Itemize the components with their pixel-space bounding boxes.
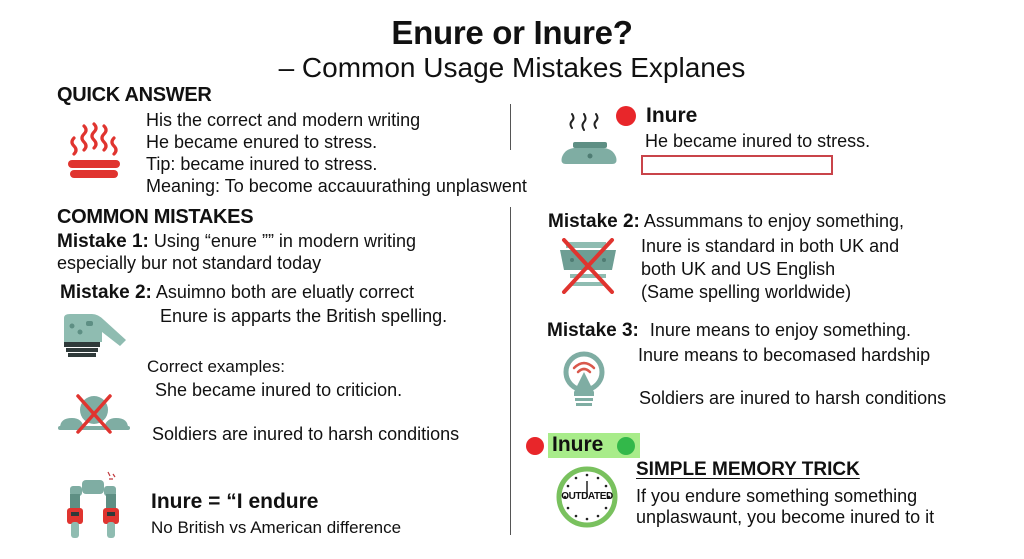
quick-answer-line-3: Tip: became inured to stress. [146,154,378,174]
mistake-3-line-3: Soldiers are inured to harsh conditions [639,388,947,408]
memory-trick-line-2: unplaswaunt, you become inured to it [636,507,935,527]
quick-answer-line-4: Meaning: To become accauurathing unplasw… [146,176,527,196]
mistake-3-label: Mistake 3: [547,320,639,341]
mistake-3: Mistake 3: Inure means to enjoy somethin… [547,320,911,342]
signal-lamp-icon [563,351,605,406]
mistake-2-left: Mistake 2: Asuimno both are eluatly corr… [60,282,414,304]
steam-bowl-icon [68,122,120,178]
memory-trick-heading: SIMPLE MEMORY TRICK [636,459,860,480]
mistake-2-left-text: Asuimno both are eluatly correct [155,282,415,302]
memory-trick-line-1: If you endure something something [636,486,918,506]
mistake-2-right-line-1: Inure is standard in both UK and [641,236,900,256]
crossed-printer-icon [560,238,616,294]
common-mistakes-heading: COMMON MISTAKES [57,206,254,228]
incorrect-status-dot [616,106,636,126]
summary-title: Inure = “I endure [151,490,319,513]
inure-example: He became inured to stress. [645,131,871,151]
memory-badge-label: Inure [552,433,604,456]
mistake-3-line-2: Inure means to becomased hardship [638,345,931,365]
incorrect-status-dot-2 [526,437,544,455]
quick-answer-heading: QUICK ANSWER [57,84,212,106]
outdated-clock-icon: OUTDATED [555,465,619,529]
mistake-1-text: Using “enure ”” in modern writing [153,231,416,251]
steaming-pot-icon [561,113,617,164]
quick-answer-line-1: His the correct and modern writing [146,110,421,130]
mistake-2-right-line-2: both UK and US English [641,259,836,279]
page-subtitle: – Common Usage Mistakes Explanes [278,52,746,83]
mistake-3-text: Inure means to enjoy something. [649,320,912,340]
mistake-2-left-label: Mistake 2: [60,282,152,303]
clamp-icon [67,471,119,538]
quick-answer-line-2: He became enured to stress. [146,132,378,152]
summary-text: No British vs American difference [151,518,402,537]
correct-examples-label: Correct examples: [147,357,285,376]
correct-example-2: Soldiers are inured to harsh conditions [152,424,460,444]
mistake-2-right-text: Assummans to enjoy something, [643,211,905,231]
correct-example-1: She became inured to criticion. [155,380,403,400]
mistake-1-label: Mistake 1: [57,231,149,252]
correct-status-dot [617,437,635,455]
mistake-2-right-line-3: (Same spelling worldwide) [641,282,852,302]
grinder-icon [64,314,126,357]
column-divider-top [510,104,511,150]
column-divider-main [510,207,511,535]
answer-input-box[interactable] [641,155,833,175]
mistake-1: Mistake 1: Using “enure ”” in modern wri… [57,231,416,253]
page-title: Enure or Inure? [391,14,633,51]
clock-label: OUTDATED [561,491,613,502]
inure-label: Inure [646,104,698,127]
mistake-2-right-label: Mistake 2: [548,211,640,232]
mistake-2-right: Mistake 2: Assummans to enjoy something, [548,211,904,233]
mistake-1-text-2: especially bur not standard today [57,253,322,273]
mistake-2-left-text-2: Enure is apparts the British spelling. [160,306,448,326]
crossed-cloud-icon [58,394,130,434]
